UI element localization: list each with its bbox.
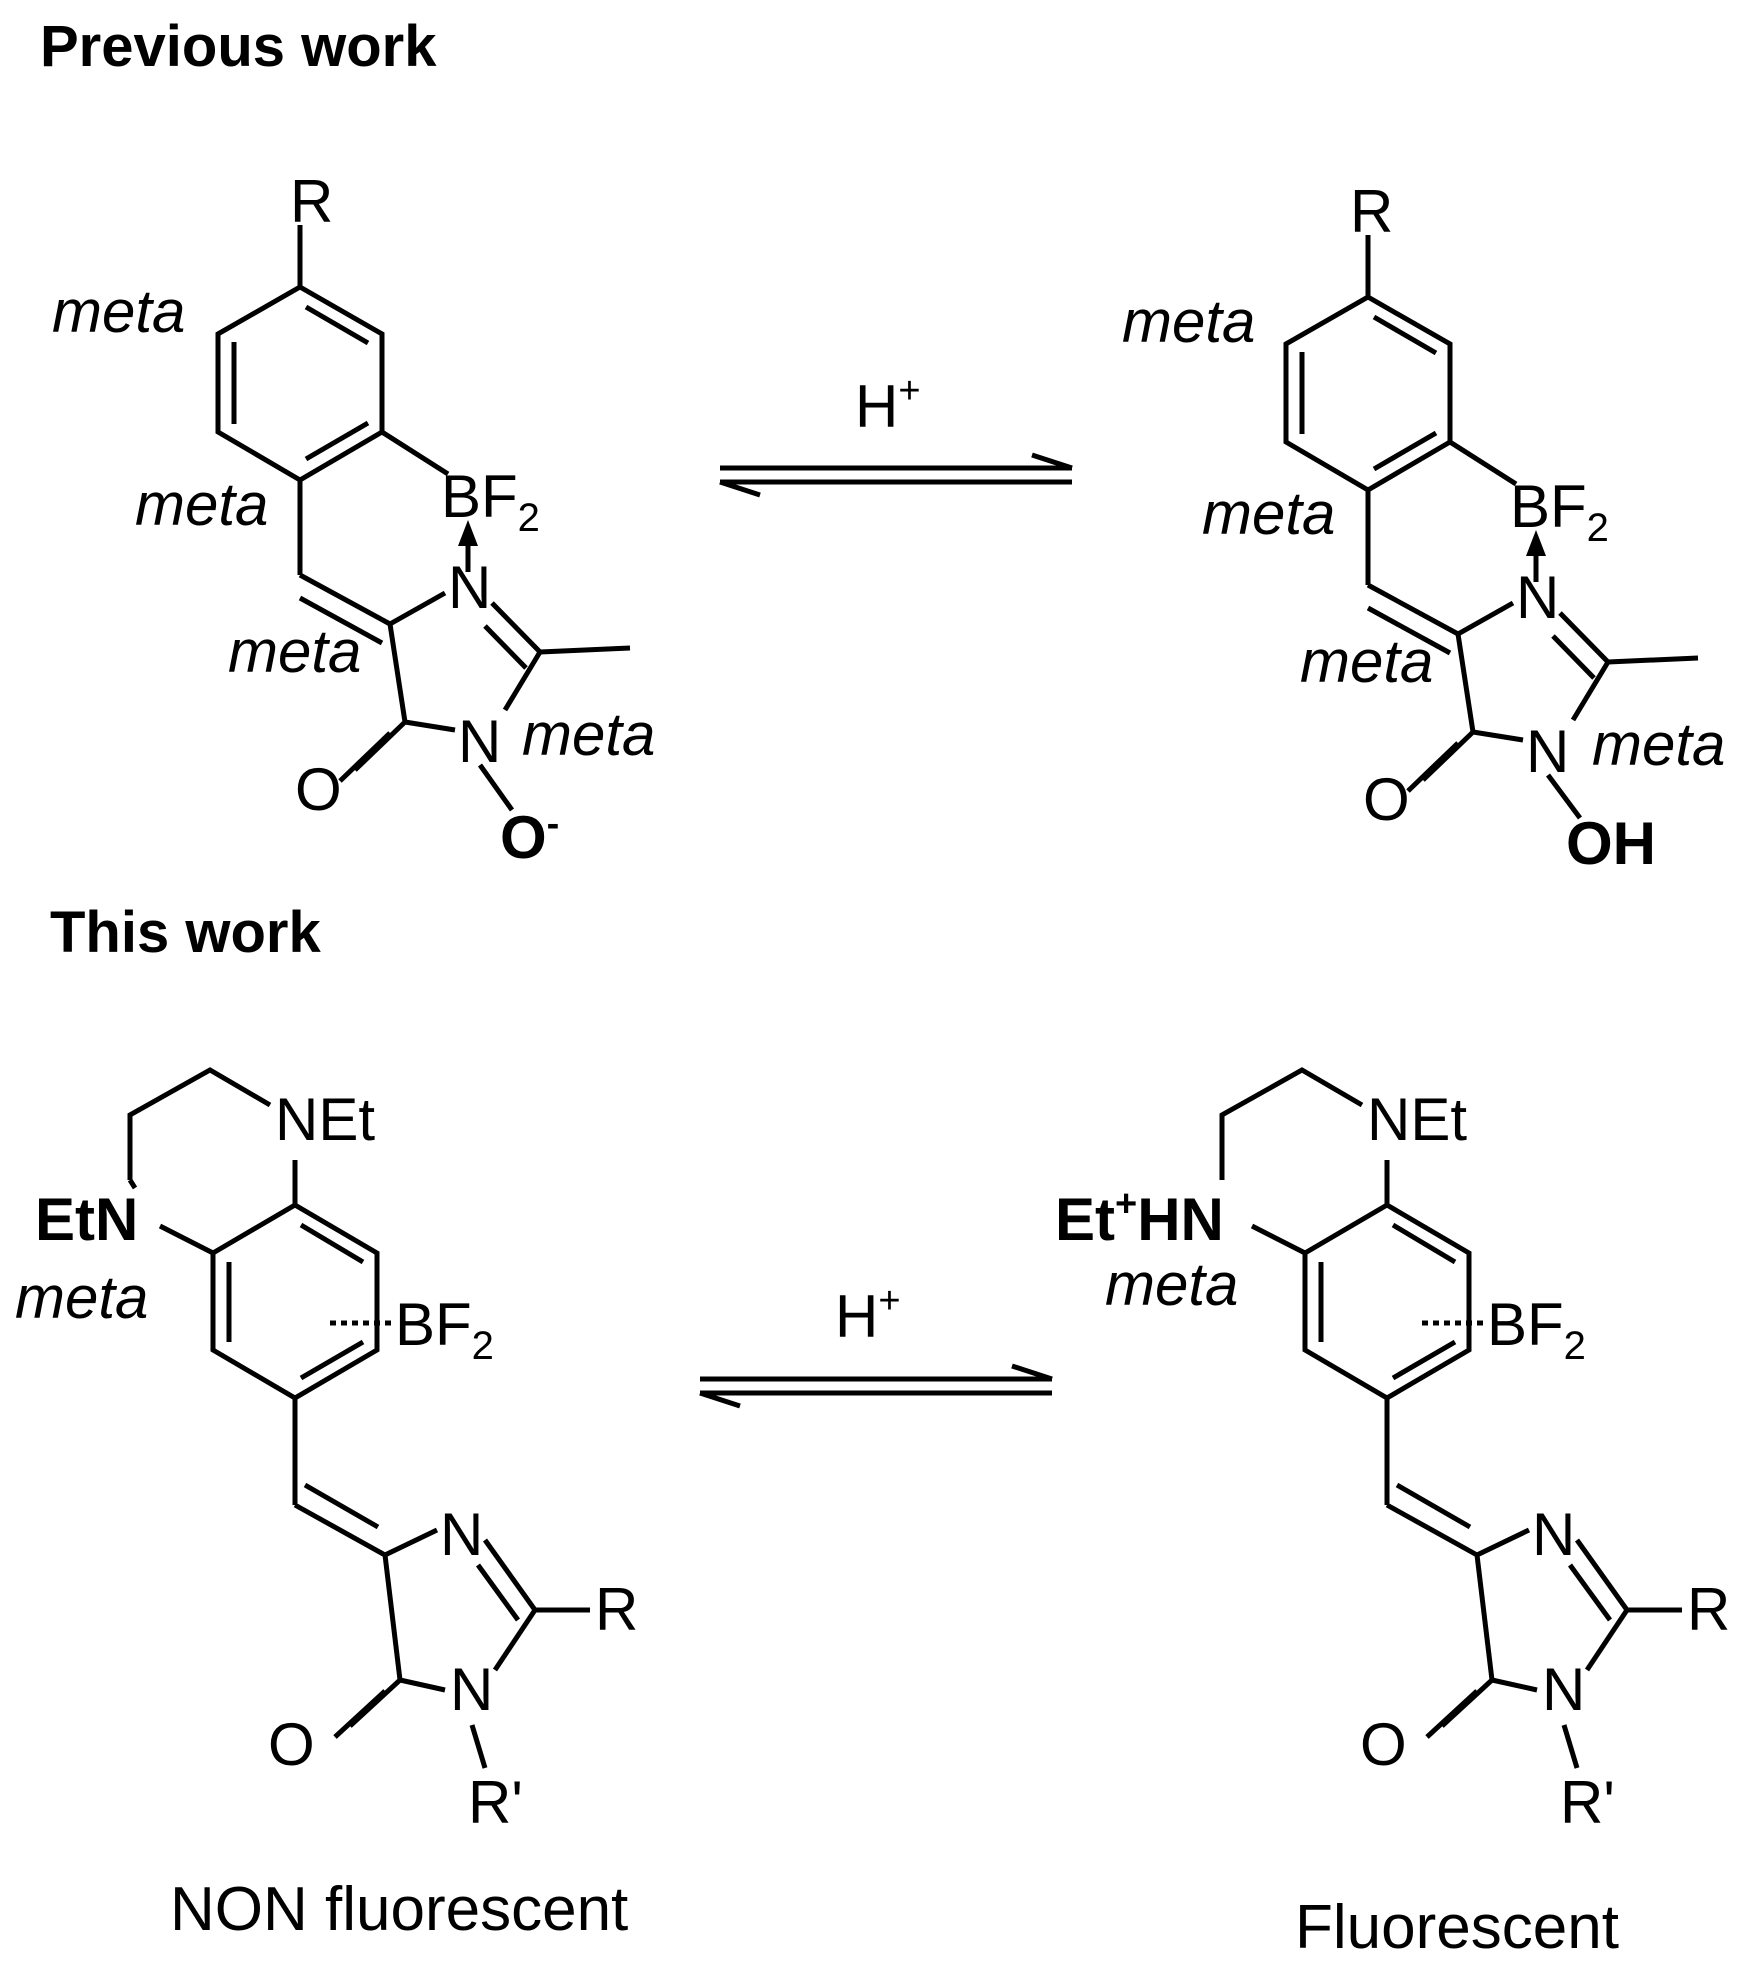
meta-label: meta: [1105, 1251, 1238, 1318]
this-work-fluorescent-structure: NEt Et+HN meta BF2 N R N O R': [1055, 1067, 1730, 1836]
imine-n-label: N: [1516, 564, 1559, 631]
ethylenediamine-ring: [1219, 1067, 1364, 1180]
aryl-boron-bond: [380, 429, 450, 477]
benzene-ring: [215, 284, 385, 483]
boron-label: BF2: [441, 463, 540, 540]
amide-n-label: N: [458, 708, 501, 775]
dative-arrowhead: [1526, 530, 1546, 556]
net-label: NEt: [1367, 1086, 1467, 1153]
meta-label: meta: [52, 278, 185, 345]
equilibrium-arrow-bottom: [699, 1363, 1053, 1409]
n-oxide-bond: [477, 763, 515, 812]
carbonyl-o-label: O: [295, 756, 342, 823]
boron-label: BF2: [1487, 1291, 1586, 1368]
ethylenediamine-ring: [127, 1067, 272, 1190]
carbonyl-o-label: O: [1360, 1711, 1407, 1778]
previous-work-anionic-structure: R meta meta meta meta BF2 N N O O-: [52, 168, 655, 871]
r-group-label: R: [595, 1576, 638, 1643]
n-aryl-bond: [1250, 1223, 1307, 1256]
imidazolinone-ring: [1474, 1527, 1630, 1693]
meta-label: meta: [15, 1264, 148, 1331]
meta-label: meta: [1592, 711, 1725, 778]
n-aryl-bond: [158, 1223, 215, 1256]
oxide-label: O-: [500, 803, 559, 871]
meta-label: meta: [1202, 480, 1335, 547]
benzene-ring: [1302, 1202, 1472, 1401]
n-substituent-bond: [469, 1724, 488, 1769]
heading-previous-work: Previous work: [40, 14, 437, 79]
r-prime-label: R': [468, 1769, 523, 1836]
amide-n-label: N: [1526, 718, 1569, 785]
n-substituent-bond: [1561, 1724, 1580, 1769]
r-prime-label: R': [1560, 1769, 1615, 1836]
methyl-bond: [539, 645, 631, 655]
imidazolinone-ring: [387, 590, 543, 733]
imidazolinone-ring: [382, 1527, 538, 1693]
proton-reagent-label: H+: [855, 370, 921, 440]
caption-non-fluorescent: NON fluorescent: [170, 1875, 628, 1944]
caption-fluorescent: Fluorescent: [1295, 1893, 1619, 1962]
imine-n-label: N: [448, 554, 491, 621]
heading-this-work: This work: [50, 900, 321, 965]
imine-n-label: N: [1532, 1501, 1575, 1568]
protonated-amine-label: Et+HN: [1055, 1183, 1224, 1253]
amide-n-label: N: [450, 1656, 493, 1723]
exocyclic-double-bond: [1385, 1502, 1479, 1558]
boron-label: BF2: [395, 1291, 494, 1368]
n-hydroxy-bond: [1545, 773, 1583, 820]
meta-label: meta: [522, 701, 655, 768]
amide-n-label: N: [1542, 1656, 1585, 1723]
imine-n-label: N: [440, 1501, 483, 1568]
meta-label: meta: [228, 618, 361, 685]
previous-work-protonated-structure: R meta meta meta meta BF2 N N O OH: [1122, 178, 1725, 877]
methyl-bond: [1607, 655, 1699, 665]
hydroxyl-label: OH: [1566, 810, 1656, 877]
r-group-label: R: [1350, 178, 1393, 245]
benzene-ring: [1283, 294, 1453, 493]
boron-label: BF2: [1510, 473, 1609, 550]
imidazolinone-ring: [1455, 600, 1611, 743]
exocyclic-double-bond: [298, 572, 392, 627]
exocyclic-double-bond: [1366, 582, 1460, 637]
this-work-nonfluorescent-structure: NEt EtN meta BF2 N R N O R': [15, 1067, 638, 1836]
aryl-boron-bond: [1448, 439, 1518, 487]
meta-label: meta: [135, 471, 268, 538]
benzene-ring: [210, 1202, 380, 1401]
equilibrium-arrow-top: [719, 452, 1073, 498]
carbonyl-o-label: O: [268, 1711, 315, 1778]
meta-label: meta: [1300, 628, 1433, 695]
r-group-label: R: [290, 168, 333, 235]
r-group-label: R: [1687, 1576, 1730, 1643]
dative-arrowhead: [458, 520, 478, 546]
net-label: NEt: [275, 1086, 375, 1153]
proton-reagent-label: H+: [835, 1280, 901, 1350]
exocyclic-double-bond: [293, 1502, 387, 1558]
etn-label: EtN: [35, 1186, 138, 1253]
meta-label: meta: [1122, 288, 1255, 355]
carbonyl-o-label: O: [1363, 766, 1410, 833]
